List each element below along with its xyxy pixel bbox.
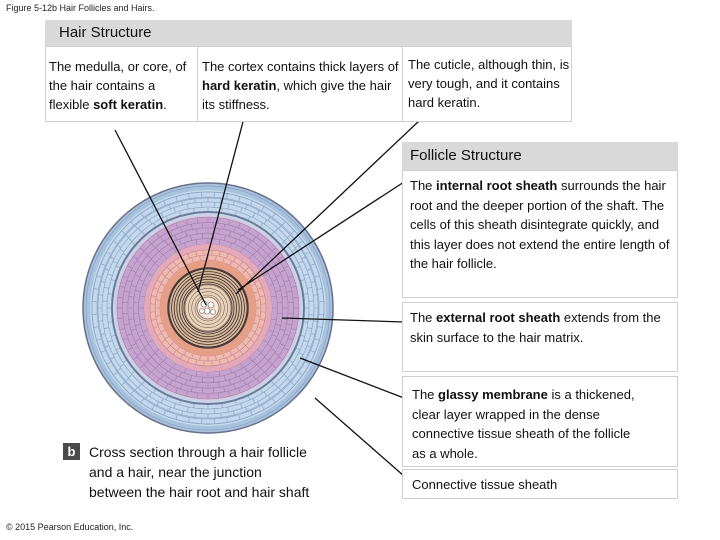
medulla-text-end: . bbox=[163, 97, 167, 112]
external-root-sheath-box: The external root sheath extends from th… bbox=[402, 302, 678, 372]
follicle-structure-header: Follicle Structure bbox=[402, 142, 678, 170]
glassy-membrane-box: The glassy membrane is a thickened, clea… bbox=[402, 376, 678, 467]
leader-cortex bbox=[197, 117, 245, 293]
hair-structure-divider-2 bbox=[402, 46, 403, 122]
leader-glassy-membrane bbox=[299, 357, 405, 399]
leader-internal-root-sheath bbox=[237, 181, 405, 291]
soft-keratin-term: soft keratin bbox=[93, 97, 164, 112]
cortex-text-end: , which give the hair its stiffness. bbox=[202, 78, 392, 112]
external-root-sheath-term: external root sheath bbox=[436, 310, 561, 325]
leader-cuticle bbox=[235, 119, 421, 295]
glassy-membrane-ring bbox=[111, 211, 305, 405]
cuticle-layers bbox=[168, 268, 248, 348]
figure-caption: Cross section through a hair follicle an… bbox=[89, 444, 310, 500]
internal-root-sheath-box: The internal root sheath surrounds the h… bbox=[402, 170, 678, 298]
leader-connective-tissue-sheath bbox=[314, 397, 405, 477]
figure-title: Figure 5-12b Hair Follicles and Hairs. bbox=[6, 3, 155, 13]
glassy-membrane-description: The glassy membrane is a thickened, clea… bbox=[412, 387, 635, 461]
copyright-notice: © 2015 Pearson Education, Inc. bbox=[6, 522, 134, 532]
cortex-text: The cortex contains thick layers of bbox=[202, 59, 399, 74]
hair-structure-divider-1 bbox=[197, 46, 198, 122]
figure-part-badge: b bbox=[63, 443, 80, 460]
cortex-description: The cortex contains thick layers of hard… bbox=[202, 57, 400, 114]
connective-tissue-sheath-box: Connective tissue sheath bbox=[402, 469, 678, 499]
medulla-description: The medulla, or core, of the hair contai… bbox=[49, 57, 195, 114]
connective-tissue-sheath-label: Connective tissue sheath bbox=[412, 477, 558, 492]
cuticle-description: The cuticle, although thin, is very toug… bbox=[408, 57, 570, 110]
medulla-text: The medulla, or core, of the hair contai… bbox=[49, 59, 187, 112]
leader-external-root-sheath bbox=[281, 317, 405, 323]
external-root-sheath-description: The external root sheath extends from th… bbox=[410, 310, 661, 345]
hair-structure-header: Hair Structure bbox=[45, 20, 572, 46]
cortex-layers bbox=[184, 284, 232, 332]
glassy-membrane-term: glassy membrane bbox=[438, 387, 548, 402]
internal-root-sheath-description: The internal root sheath surrounds the h… bbox=[410, 178, 670, 271]
leader-medulla bbox=[114, 129, 207, 306]
medulla bbox=[196, 296, 220, 320]
hair-structure-panel bbox=[45, 46, 572, 122]
hard-keratin-term: hard keratin bbox=[202, 78, 277, 93]
leader-lines bbox=[114, 117, 421, 477]
internal-root-sheath-term: internal root sheath bbox=[436, 178, 558, 193]
